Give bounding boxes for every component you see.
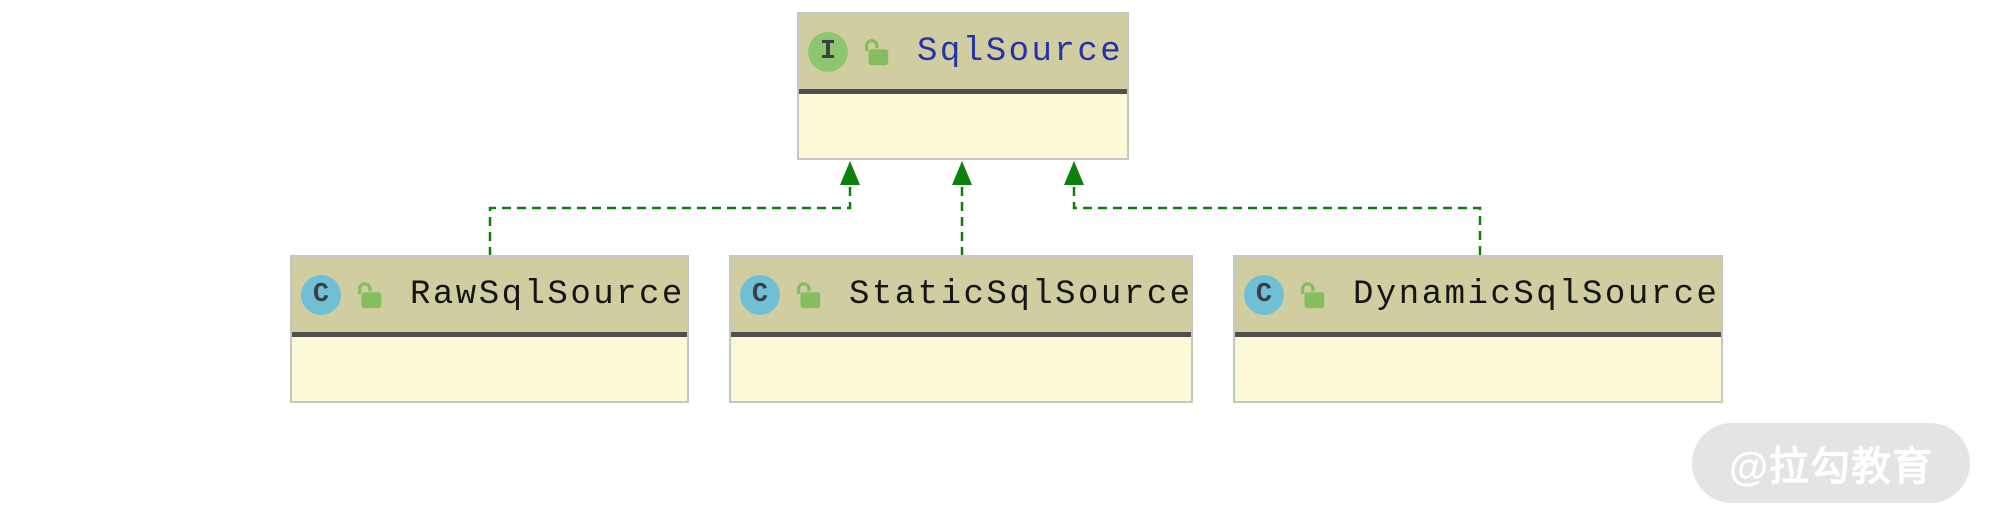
- realization-edge-staticsqlsource-sqlsource: [952, 161, 972, 255]
- interface-icon: I: [808, 31, 848, 72]
- node-header: I SqlSource: [799, 14, 1127, 89]
- node-separator: [1235, 332, 1721, 337]
- edge-line[interactable]: [1072, 187, 1482, 255]
- node-separator: [731, 332, 1191, 337]
- node-members-section: [1235, 337, 1721, 401]
- realization-edge-dynamicsqlsource-sqlsource: [1064, 161, 1482, 255]
- node-header: C RawSqlSource: [292, 257, 687, 332]
- node-title: StaticSqlSource: [849, 275, 1193, 314]
- node-title: SqlSource: [917, 32, 1124, 71]
- uml-node-staticsqlsource[interactable]: C StaticSqlSource: [729, 255, 1193, 403]
- class-icon: C: [1244, 274, 1284, 315]
- node-separator: [292, 332, 687, 337]
- class-icon: C: [301, 274, 341, 315]
- edge-line[interactable]: [488, 187, 852, 255]
- unlocked-padlock-icon: [861, 36, 891, 68]
- unlocked-padlock-icon: [793, 279, 823, 311]
- unlocked-padlock-icon: [354, 279, 384, 311]
- node-members-section: [292, 337, 687, 401]
- node-title: DynamicSqlSource: [1353, 275, 1720, 314]
- triangle-arrowhead-icon: [952, 161, 972, 185]
- node-separator: [799, 89, 1127, 94]
- uml-node-sqlsource[interactable]: I SqlSource: [797, 12, 1129, 160]
- class-icon: C: [740, 274, 780, 315]
- triangle-arrowhead-icon: [1064, 161, 1084, 185]
- node-members-section: [799, 94, 1127, 158]
- uml-node-rawsqlsource[interactable]: C RawSqlSource: [290, 255, 689, 403]
- node-header: C DynamicSqlSource: [1235, 257, 1721, 332]
- unlocked-padlock-icon: [1297, 279, 1327, 311]
- node-title: RawSqlSource: [410, 275, 685, 314]
- triangle-arrowhead-icon: [840, 161, 860, 185]
- realization-edge-rawsqlsource-sqlsource: [488, 161, 860, 255]
- node-members-section: [731, 337, 1191, 401]
- uml-node-dynamicsqlsource[interactable]: C DynamicSqlSource: [1233, 255, 1723, 403]
- node-header: C StaticSqlSource: [731, 257, 1191, 332]
- watermark-badge: @拉勾教育: [1692, 423, 1970, 503]
